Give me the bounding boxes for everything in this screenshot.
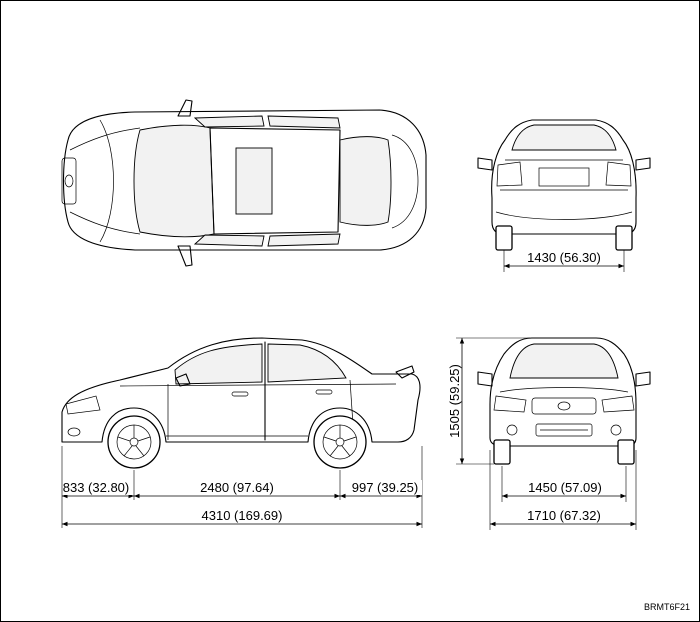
rear-track-dimension: 1430 (56.30) <box>503 250 625 272</box>
front-overhang-label: 833 (32.80) <box>63 480 130 495</box>
front-track-label: 1450 (57.09) <box>528 480 602 495</box>
wheelbase-label: 2480 (97.64) <box>200 480 274 495</box>
length-dimensions: 833 (32.80) 2480 (97.64) 997 (39.25) 431… <box>61 446 423 528</box>
rear-track-label: 1430 (56.30) <box>527 250 601 265</box>
overall-width-label: 1710 (67.32) <box>527 508 601 523</box>
rear-view-car <box>477 119 651 251</box>
rear-overhang-label: 997 (39.25) <box>352 480 419 495</box>
overall-height-label: 1505 (59.25) <box>447 364 462 438</box>
reference-code: BRMT6F21 <box>644 602 690 612</box>
top-view-car <box>61 99 427 267</box>
side-view-car <box>61 337 421 469</box>
overall-length-label: 4310 (169.69) <box>202 508 283 523</box>
width-dimensions: 1450 (57.09) 1710 (67.32) <box>489 450 637 530</box>
front-view-car <box>477 337 651 465</box>
height-dimension: 1505 (59.25) <box>447 337 530 465</box>
